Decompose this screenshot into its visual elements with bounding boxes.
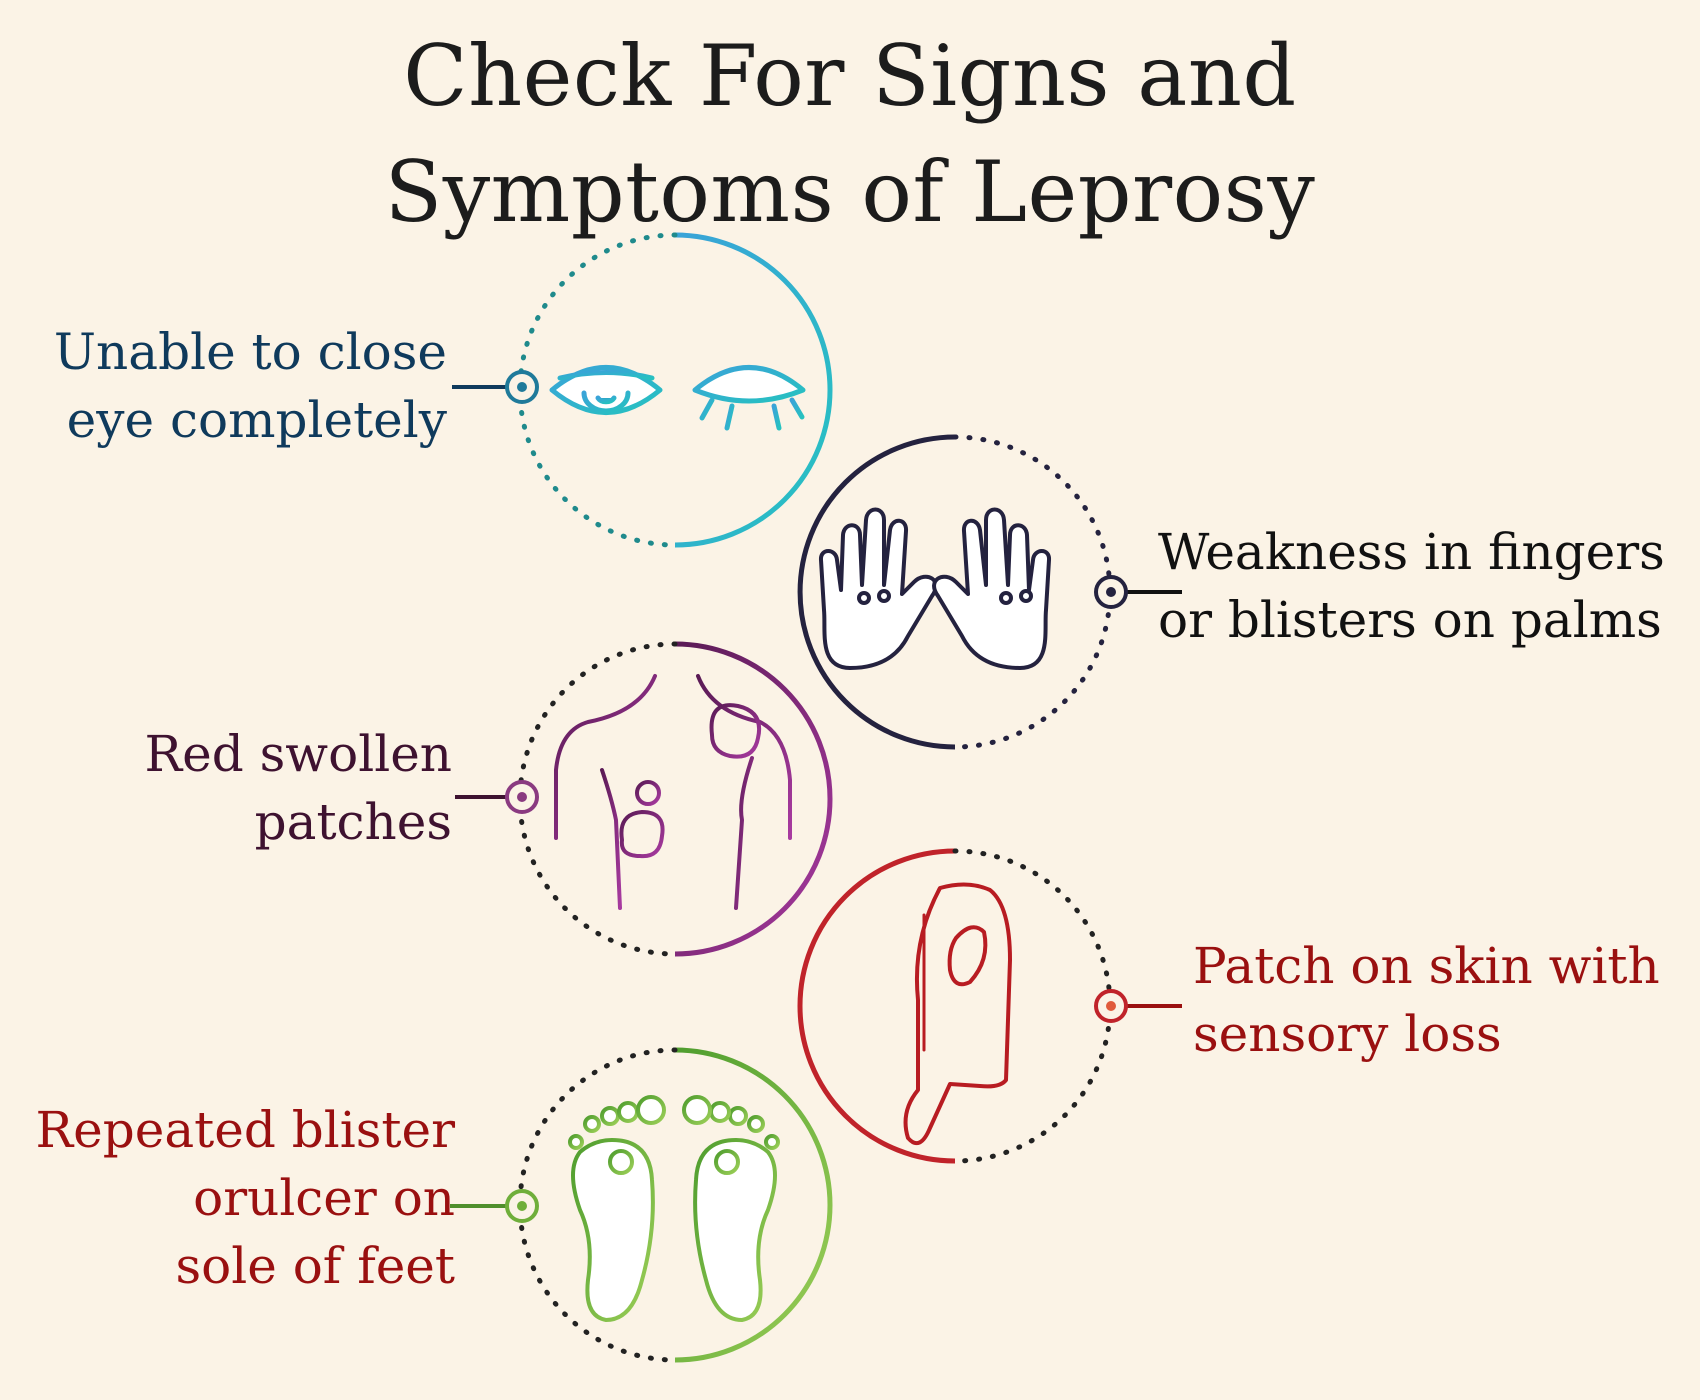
- arm-icon: [903, 882, 1012, 1146]
- symptom-patches-group: [455, 641, 833, 957]
- label-hands: Weakness in fingers or blisters on palms: [1158, 518, 1665, 654]
- label-feet-line-1: Repeated blister: [35, 1101, 455, 1159]
- label-skin-line-1: Patch on skin with: [1193, 937, 1660, 995]
- page-title: Check For Signs and Symptoms of Leprosy: [0, 18, 1700, 250]
- skin-ring-solid: [797, 848, 956, 1164]
- symptom-feet-group: [450, 1047, 833, 1363]
- eye-ring-solid: [674, 232, 833, 548]
- patches-ring-dotted: [517, 641, 678, 957]
- label-patches: Red swollen patches: [145, 720, 452, 856]
- title-line-2: Symptoms of Leprosy: [384, 143, 1316, 241]
- label-skin: Patch on skin with sensory loss: [1193, 932, 1660, 1068]
- label-eye-line-2: eye completely: [66, 391, 447, 449]
- symptom-eye-group: [452, 232, 833, 548]
- symptom-skin-group: [797, 848, 1182, 1164]
- torso-icon: [554, 674, 792, 910]
- hands-ring-solid: [797, 434, 956, 750]
- label-patches-line-2: patches: [254, 793, 452, 851]
- symptom-hands-group: [797, 434, 1182, 750]
- label-skin-line-2: sensory loss: [1193, 1005, 1502, 1063]
- label-hands-line-1: Weakness in fingers: [1158, 523, 1665, 581]
- label-feet-line-3: sole of feet: [175, 1237, 455, 1295]
- patches-ring-solid: [674, 641, 833, 957]
- label-eye-line-1: Unable to close: [53, 323, 447, 381]
- label-feet: Repeated blister orulcer on sole of feet: [36, 1096, 455, 1300]
- hands-icon: [819, 507, 1051, 670]
- label-feet-line-2: orulcer on: [193, 1169, 455, 1227]
- label-patches-line-1: Red swollen: [144, 725, 452, 783]
- title-line-1: Check For Signs and: [403, 27, 1297, 125]
- eyes-icon: [549, 365, 806, 434]
- feet-icon: [568, 1095, 780, 1323]
- label-eye: Unable to close eye completely: [54, 318, 447, 454]
- skin-ring-dotted: [952, 848, 1113, 1164]
- feet-ring-solid: [674, 1047, 833, 1363]
- label-hands-line-2: or blisters on palms: [1158, 591, 1662, 649]
